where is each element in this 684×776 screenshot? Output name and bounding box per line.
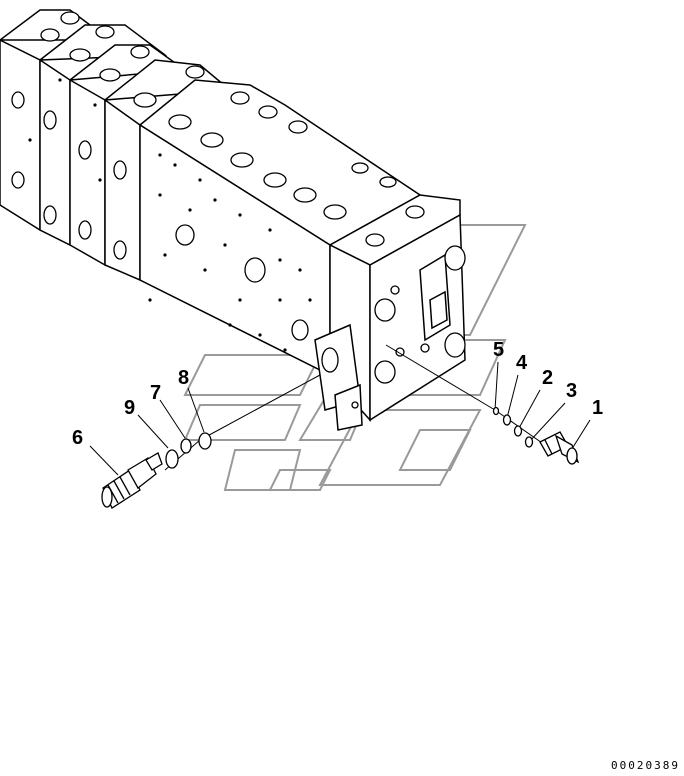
callout-5: 5 [493,339,504,361]
callout-2: 2 [542,367,553,389]
o-ring-5 [492,406,500,416]
callout-9: 9 [124,397,135,419]
callout-6: 6 [72,427,83,449]
drawing-number: 00020389 [611,759,680,772]
o-ring-9 [165,449,179,469]
callout-4: 4 [516,352,528,374]
backup-ring-3 [524,436,534,448]
callout-8: 8 [178,367,189,389]
valve-small-holes [28,78,312,352]
valve-ports [11,11,466,409]
assembly-leader-lines [89,344,591,476]
seal-rings [165,406,534,469]
control-valve-body [0,9,466,431]
relief-valve-6 [101,452,163,509]
o-ring-8 [198,432,212,450]
callout-7: 7 [150,382,161,404]
o-ring-2 [513,425,523,437]
callout-3: 3 [566,380,577,402]
backup-ring-7 [180,438,192,454]
plug-1 [539,431,580,465]
callout-1: 1 [592,397,603,419]
callout-labels: 1 2 3 4 5 6 7 8 9 [72,339,603,449]
o-ring-4 [502,414,512,426]
